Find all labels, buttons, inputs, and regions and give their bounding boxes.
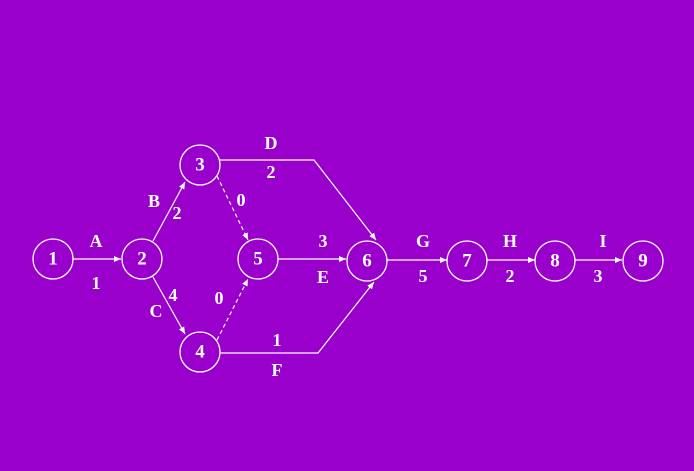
- node-4: 4: [179, 331, 221, 373]
- node-6: 6: [346, 240, 388, 282]
- node-label: 1: [48, 248, 58, 269]
- node-2: 2: [121, 238, 163, 280]
- node-9: 9: [622, 240, 664, 282]
- activity-label: B: [148, 191, 160, 211]
- edge-arrow: [220, 159, 377, 241]
- duration-label: 4: [169, 285, 178, 305]
- activity-label: D: [265, 133, 278, 153]
- activity-label: E: [317, 267, 329, 287]
- activity-label: I: [599, 231, 606, 251]
- node-circle: [622, 240, 664, 282]
- node-circle: [346, 240, 388, 282]
- activity-label: H: [503, 231, 517, 251]
- edge-dummy-3-5: 0: [216, 175, 249, 241]
- node-label: 7: [462, 250, 472, 271]
- duration-label: 0: [237, 190, 246, 210]
- node-label: 4: [195, 341, 205, 362]
- duration-label: 2: [173, 203, 182, 223]
- node-circle: [534, 240, 576, 282]
- node-3: 3: [179, 144, 221, 186]
- node-circle: [32, 238, 74, 280]
- edge-G: G5: [387, 231, 447, 286]
- node-8: 8: [534, 240, 576, 282]
- activity-label: F: [272, 360, 283, 380]
- node-label: 3: [195, 154, 205, 175]
- node-circle: [446, 240, 488, 282]
- activity-label: G: [416, 231, 430, 251]
- duration-label: 3: [319, 231, 328, 251]
- edge-arrow: [220, 281, 375, 354]
- node-5: 5: [237, 238, 279, 280]
- edge-B: B2: [148, 181, 186, 242]
- node-circle: [179, 144, 221, 186]
- activity-label: A: [90, 231, 103, 251]
- duration-label: 1: [273, 330, 282, 350]
- edge-I: I3: [575, 231, 622, 286]
- edge-C: C4: [150, 276, 186, 335]
- duration-label: 1: [92, 273, 101, 293]
- node-label: 5: [253, 248, 263, 269]
- duration-label: 2: [506, 266, 515, 286]
- duration-label: 5: [419, 266, 428, 286]
- edge-arrow: [152, 181, 186, 242]
- edge-dummy-4-5: 0: [215, 278, 249, 341]
- edge-E: E3: [278, 231, 346, 287]
- node-label: 2: [137, 248, 147, 269]
- edge-H: H2: [487, 231, 535, 286]
- node-label: 8: [550, 250, 560, 271]
- edge-arrow: [216, 175, 249, 241]
- edge-F: F1: [220, 281, 375, 380]
- node-label: 6: [362, 250, 372, 271]
- edge-D: D2: [220, 133, 377, 241]
- node-7: 7: [446, 240, 488, 282]
- duration-label: 3: [594, 266, 603, 286]
- node-circle: [237, 238, 279, 280]
- node-1: 1: [32, 238, 74, 280]
- edge-arrow: [216, 278, 249, 341]
- activity-label: C: [150, 301, 163, 321]
- edge-A: A1: [73, 231, 121, 293]
- duration-label: 2: [267, 162, 276, 182]
- duration-label: 0: [215, 288, 224, 308]
- node-circle: [121, 238, 163, 280]
- edge-arrow: [152, 276, 186, 335]
- node-label: 9: [638, 250, 648, 271]
- node-circle: [179, 331, 221, 373]
